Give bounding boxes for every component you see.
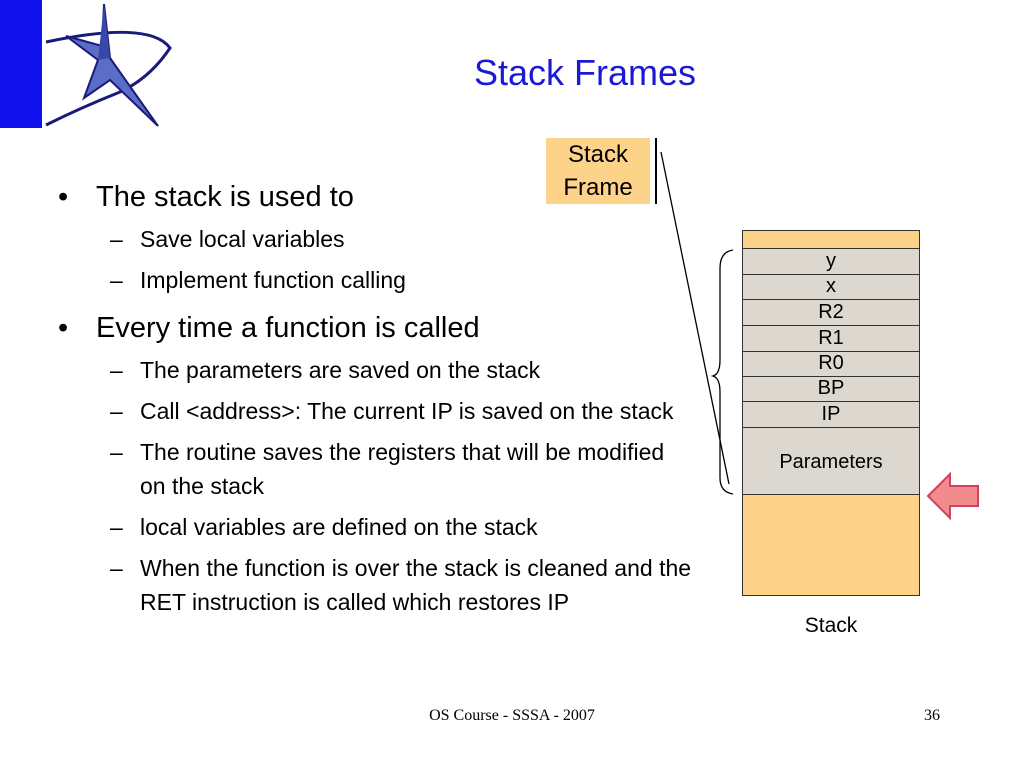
frame-brace-icon: [710, 249, 734, 495]
stack-label: Stack: [804, 614, 858, 637]
sub-bullet-text: local variables are defined on the stack: [140, 514, 538, 540]
sub-bullet-item: – Save local variables: [52, 222, 692, 256]
sub-bullet-text: Implement function calling: [140, 267, 406, 293]
sub-bullet-dash: –: [110, 226, 123, 252]
sub-bullet-item: – Implement function calling: [52, 263, 692, 297]
stack-cell-bp: BP: [743, 376, 919, 401]
sub-bullet-text: The parameters are saved on the stack: [140, 357, 541, 383]
sub-bullet-item: – The routine saves the registers that w…: [52, 435, 692, 503]
bullet-list: • The stack is used to – Save local vari…: [52, 178, 692, 626]
sub-bullet-text: The routine saves the registers that wil…: [140, 439, 665, 499]
sub-bullet-text: Call <address>: The current IP is saved …: [140, 398, 674, 424]
stack-cell-r2: R2: [743, 299, 919, 325]
stack-cell-x: x: [743, 274, 919, 299]
footer-text: OS Course - SSSA - 2007: [429, 707, 595, 724]
bullet-item: • The stack is used to: [52, 178, 692, 216]
slide-title: Stack Frames: [473, 52, 697, 93]
stack-frame-label: Stack Frame: [546, 138, 650, 204]
stack-frame-label-text: Stack Frame: [563, 141, 633, 201]
bullet-text: The stack is used to: [96, 181, 354, 213]
sub-bullet-dash: –: [110, 398, 123, 424]
page-number: 36: [924, 707, 940, 724]
stack-cell-parameters: Parameters: [743, 427, 919, 495]
bullet-text: Every time a function is called: [96, 312, 480, 344]
bullet-dot: •: [58, 181, 69, 213]
sub-bullet-item: – The parameters are saved on the stack: [52, 353, 692, 387]
sub-bullet-item: – When the function is over the stack is…: [52, 551, 692, 619]
sub-bullet-dash: –: [110, 514, 123, 540]
stack-frame-bar: [655, 138, 657, 204]
stack-cell-r0: R0: [743, 351, 919, 376]
sub-bullet-dash: –: [110, 357, 123, 383]
sub-bullet-item: – local variables are defined on the sta…: [52, 510, 692, 544]
sub-bullet-text: Save local variables: [140, 226, 345, 252]
sub-bullet-dash: –: [110, 267, 123, 293]
stack-cell-y: y: [743, 248, 919, 274]
bullet-dot: •: [58, 312, 69, 344]
stack-pointer-arrow-icon: [926, 471, 979, 521]
stack-diagram: y x R2 R1 R0 BP IP Parameters: [742, 230, 920, 596]
sub-bullet-dash: –: [110, 439, 123, 465]
bullet-item: • Every time a function is called: [52, 309, 692, 347]
sub-bullet-text: When the function is over the stack is c…: [140, 555, 692, 615]
stack-cell-ip: IP: [743, 401, 919, 427]
course-logo-icon: [0, 0, 172, 128]
stack-cell-r1: R1: [743, 325, 919, 351]
sub-bullet-dash: –: [110, 555, 123, 581]
sub-bullet-item: – Call <address>: The current IP is save…: [52, 394, 692, 428]
